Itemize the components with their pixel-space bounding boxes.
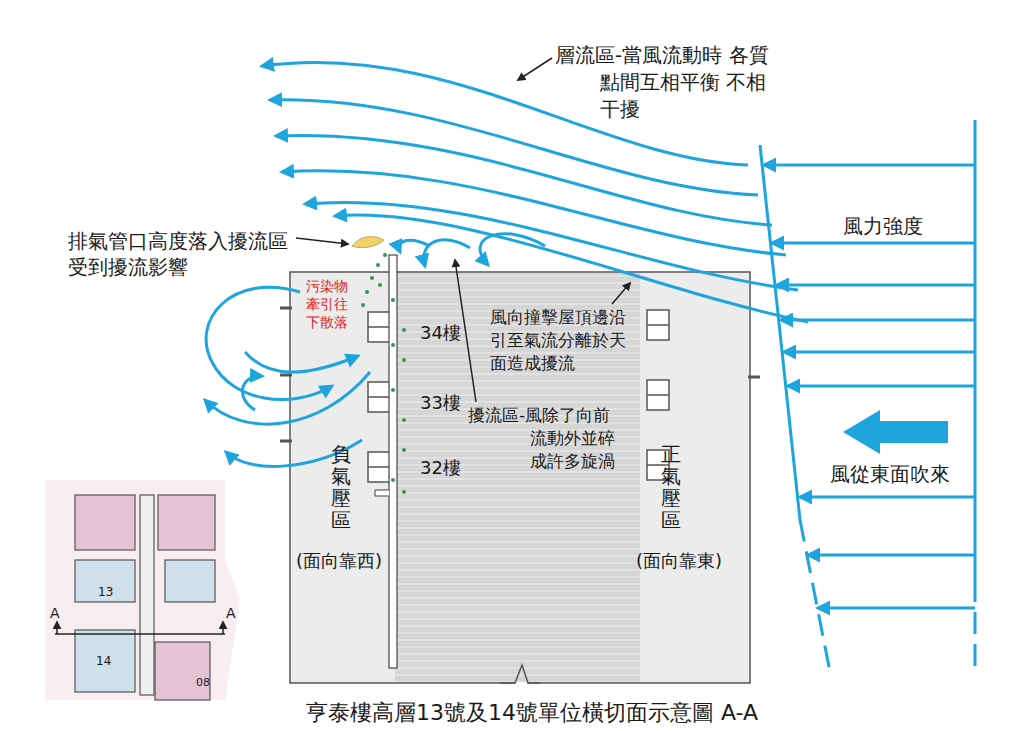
- building-section: [280, 272, 760, 683]
- facing-note: (面向靠西): [296, 550, 382, 572]
- pressure-zone-label: 正氣壓區: [661, 443, 681, 531]
- callout-note: 風向撞擊屋頂邊沿 引至氣流分離於天 面造成擾流: [490, 306, 642, 375]
- section-mark: A: [226, 606, 236, 621]
- axis-label: 風力強度: [843, 214, 923, 238]
- floor-label: 34樓: [420, 322, 461, 344]
- floor-label: 32樓: [420, 457, 461, 479]
- unit-number: 13: [98, 585, 113, 599]
- facing-note: (面向靠東): [636, 550, 722, 572]
- pollutant-note: 污染物 牽引往 下散落: [306, 277, 352, 332]
- pressure-zone-label: 負氣壓區: [331, 443, 351, 531]
- section-mark: A: [50, 606, 60, 621]
- inset-plan: [45, 480, 240, 700]
- floor-label: 33樓: [420, 392, 461, 414]
- zone-note: 層流區-當風流動時 各質點間互相平衡 不相干擾: [555, 42, 770, 123]
- leader-lines: [296, 58, 630, 402]
- unit-number: 08: [196, 676, 210, 689]
- zone-note: 擾流區-風除了向前 流動外並碎 成許多旋渦: [468, 404, 630, 473]
- wind-profile: [760, 120, 975, 672]
- wind-direction-note: 風從東面吹來: [830, 462, 950, 486]
- callout-note: 排氣管口高度落入擾流區 受到擾流影響: [68, 228, 296, 280]
- exhaust-pipe: [352, 237, 406, 668]
- figure-caption: 亨泰樓高層13號及14號單位橫切面示意圖 A-A: [306, 700, 758, 726]
- unit-number: 14: [96, 654, 111, 668]
